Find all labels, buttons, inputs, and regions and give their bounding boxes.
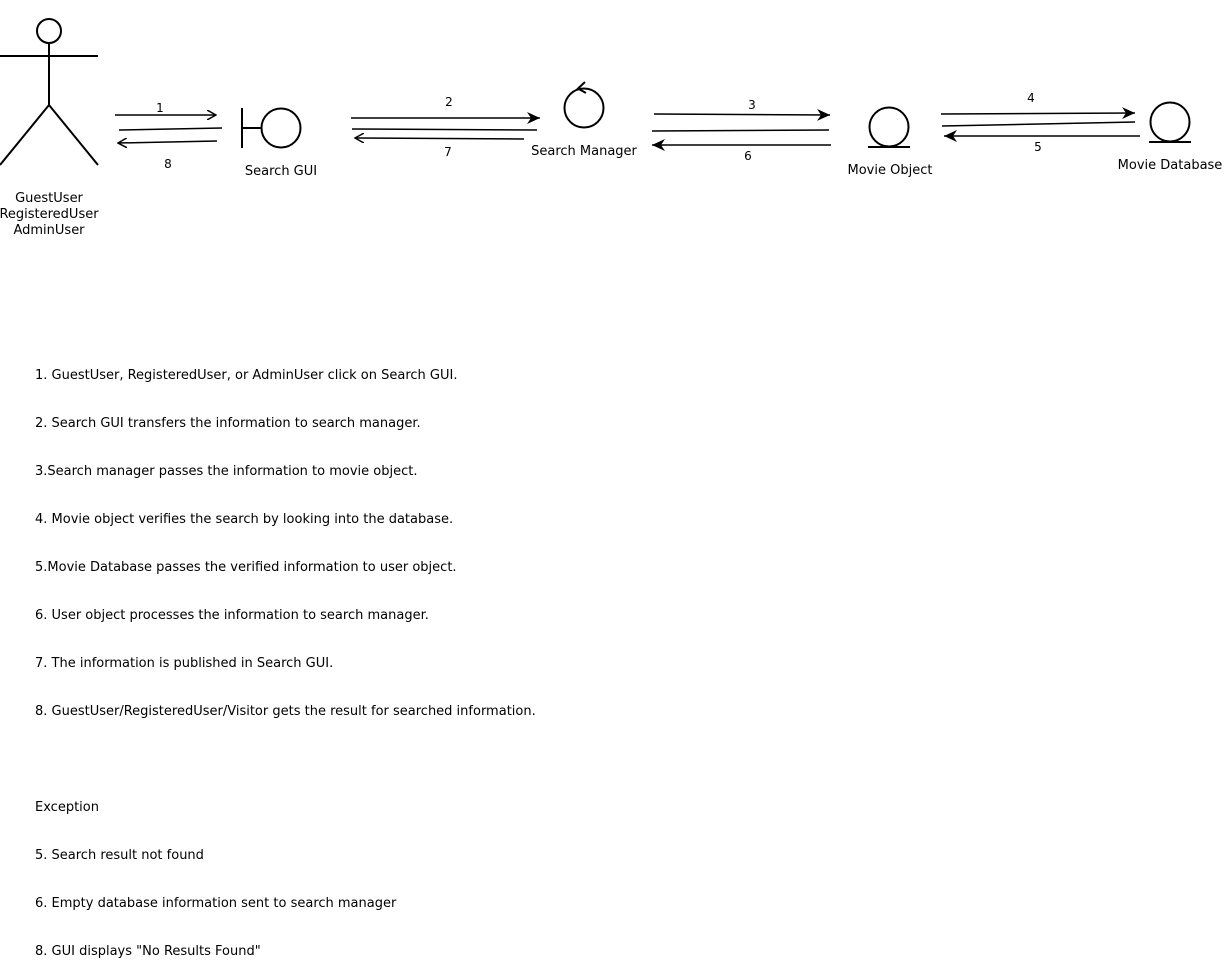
step-1: 1. GuestUser, RegisteredUser, or AdminUs… <box>35 368 458 383</box>
message-arrow-4 <box>940 107 1136 120</box>
actor-figure <box>0 18 99 166</box>
exception-item-8: 8. GUI displays "No Results Found" <box>35 944 261 959</box>
diagram-notes: 1. GuestUser, RegisteredUser, or AdminUs… <box>35 336 536 976</box>
step-8: 8. GuestUser/RegisteredUser/Visitor gets… <box>35 704 536 719</box>
message-label-1: 1 <box>156 101 164 115</box>
exception-item-6: 6. Empty database information sent to se… <box>35 896 397 911</box>
boundary-label: Search GUI <box>245 164 317 179</box>
link-gui-manager <box>351 128 538 131</box>
entity-icon-movie-object <box>868 106 910 148</box>
control-label: Search Manager <box>531 144 637 159</box>
message-label-5: 5 <box>1034 140 1042 154</box>
step-5: 5.Movie Database passes the verified inf… <box>35 560 457 575</box>
boundary-icon <box>241 107 302 149</box>
actor-label-guest: GuestUser <box>15 191 83 206</box>
step-6: 6. User object processes the information… <box>35 608 429 623</box>
step-7: 7. The information is published in Searc… <box>35 656 334 671</box>
message-arrow-3 <box>653 108 831 121</box>
message-label-6: 6 <box>744 149 752 163</box>
step-3: 3.Search manager passes the information … <box>35 464 418 479</box>
message-arrow-7 <box>355 138 525 139</box>
message-label-4: 4 <box>1027 91 1035 105</box>
link-manager-object <box>651 129 830 132</box>
actor-label-registered: RegisteredUser <box>0 207 99 222</box>
entity-icon-movie-database <box>1149 101 1191 143</box>
link-object-database <box>941 121 1136 127</box>
exception-item-5: 5. Search result not found <box>35 848 204 863</box>
message-label-8: 8 <box>164 157 172 171</box>
step-4: 4. Movie object verifies the search by l… <box>35 512 454 527</box>
message-label-7: 7 <box>444 145 452 159</box>
entity-label-movie-object: Movie Object <box>848 163 933 178</box>
communication-diagram: GuestUser RegisteredUser AdminUser Searc… <box>0 18 1223 238</box>
entity-label-movie-database: Movie Database <box>1118 158 1223 173</box>
exception-title: Exception <box>35 800 99 815</box>
message-label-3: 3 <box>748 98 756 112</box>
message-label-2: 2 <box>445 95 453 109</box>
message-arrow-8 <box>118 141 218 143</box>
notes-spacer <box>35 752 536 768</box>
control-icon <box>563 81 605 129</box>
step-2: 2. Search GUI transfers the information … <box>35 416 421 431</box>
actor-label-admin: AdminUser <box>13 223 85 238</box>
link-actor-gui <box>118 127 223 131</box>
